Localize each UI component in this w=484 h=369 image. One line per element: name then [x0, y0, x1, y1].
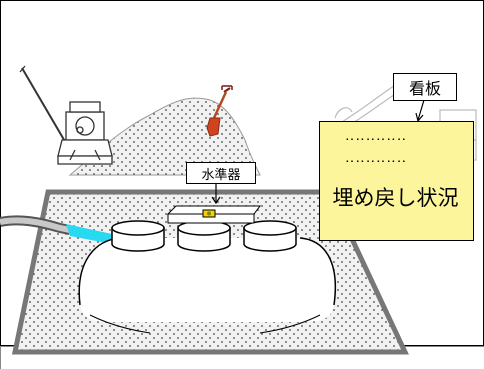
plate-compactor-icon — [19, 65, 113, 165]
sign-label: 看板 — [393, 73, 457, 101]
soil-mound — [68, 97, 261, 176]
spirit-level-icon — [166, 205, 261, 224]
manhole-cylinders — [111, 220, 297, 252]
tank-base-left — [89, 314, 151, 334]
sign-text: 埋め戻し状況 — [332, 186, 459, 210]
sign-arrow — [417, 99, 425, 121]
left-tick — [0, 346, 1, 369]
sign-board — [319, 121, 474, 241]
pipe-icon — [0, 215, 71, 235]
water-flow — [66, 224, 112, 244]
sign-dots-line2: ‥‥‥‥‥‥ — [345, 150, 408, 166]
shovel-icon — [206, 85, 233, 137]
tank-body — [79, 238, 336, 322]
level-label: 水準器 — [186, 162, 256, 184]
tank-base-right — [259, 314, 321, 334]
tank-outline-right — [299, 237, 336, 306]
sign-dots-line1: ‥‥‥‥‥‥ — [345, 128, 408, 144]
